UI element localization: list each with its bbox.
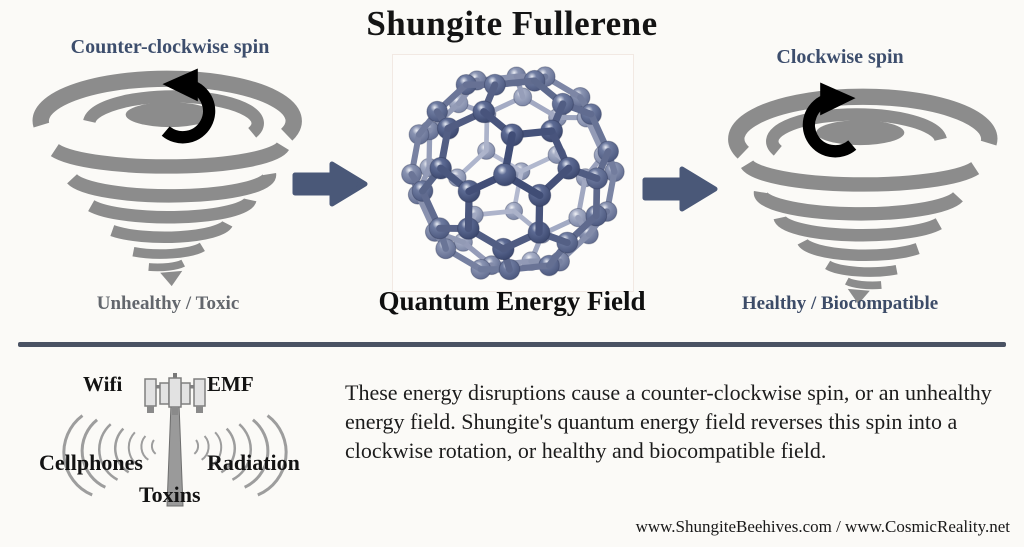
right-block-arrow-icon — [292, 161, 370, 207]
website-urls: www.ShungiteBeehives.com / www.CosmicRea… — [635, 517, 1010, 536]
quantum-energy-field-caption: Quantum Energy Field — [378, 286, 646, 316]
clockwise-spin-label: Clockwise spin — [776, 46, 904, 68]
cellphones-label: Cellphones — [39, 450, 143, 475]
emf-sources-group: Wifi EMF Cellphones Radiation Toxins — [35, 366, 325, 536]
right-block-arrow-icon — [642, 166, 720, 212]
cell-tower-icon — [62, 373, 288, 507]
unhealthy-toxic-label: Unhealthy / Toxic — [96, 293, 240, 314]
healthy-biocompatible-label: Healthy / Biocompatible — [741, 293, 939, 314]
fullerene-molecule — [392, 54, 634, 292]
counter-clockwise-spin-label: Counter-clockwise spin — [70, 36, 270, 58]
page-title: Shungite Fullerene — [366, 4, 658, 43]
wifi-label: Wifi — [83, 372, 123, 396]
emf-label: EMF — [207, 372, 254, 396]
description-text: These energy disruptions cause a counter… — [345, 380, 992, 464]
toxins-label: Toxins — [139, 482, 201, 507]
clockwise-arrow-icon — [798, 74, 872, 170]
counter-clockwise-arrow-icon — [146, 60, 220, 156]
radiation-label: Radiation — [207, 450, 300, 475]
section-divider — [18, 342, 1006, 347]
